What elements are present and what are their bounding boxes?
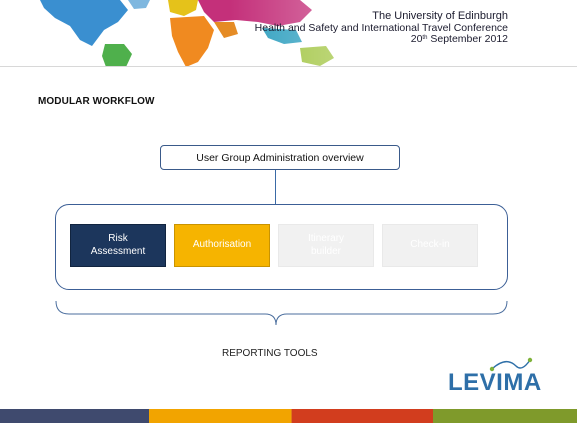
levima-logo-swoosh-icon [489, 357, 533, 372]
module-itinerary-builder: Itinerary builder [278, 224, 374, 267]
module-check-in: Check-in [382, 224, 478, 267]
footer-segment-5 [433, 409, 577, 423]
conference-title: The University of Edinburgh Health and S… [254, 10, 508, 46]
reporting-tools-label: REPORTING TOOLS [222, 348, 318, 359]
module-risk-line-2: Assessment [90, 245, 146, 257]
conference-line-2: Health and Safety and International Trav… [254, 21, 508, 34]
slide-title: MODULAR WORKFLOW [38, 96, 155, 107]
module-check-in-label: Check-in [410, 239, 450, 251]
header-banner: The University of Edinburgh Health and S… [0, 0, 577, 67]
workflow-frame [55, 204, 508, 290]
footer-segment-1 [0, 409, 149, 423]
module-itinerary-line-1: Itinerary [307, 233, 345, 244]
module-risk-assessment: Risk Assessment [70, 224, 166, 267]
module-itinerary-line-2: builder [310, 245, 342, 257]
conference-date-suffix: th [422, 35, 428, 41]
footer-segment-4 [292, 409, 433, 423]
levima-logo: LEVIMA [448, 369, 542, 396]
module-risk-line-1: Risk [108, 233, 128, 244]
footer-segment-2 [149, 409, 291, 423]
footer-color-bar [0, 409, 577, 423]
overview-box: User Group Administration overview [160, 145, 400, 170]
conference-line-1: The University of Edinburgh [372, 10, 508, 22]
conference-date-rest: September 2012 [427, 33, 508, 45]
reporting-brace [55, 300, 508, 326]
conference-date-day: 20 [410, 33, 423, 45]
world-map-graphic [0, 0, 577, 67]
overview-label: User Group Administration overview [196, 151, 364, 164]
connector-line [275, 170, 276, 205]
conference-line-3: 20th September 2012 [255, 33, 508, 46]
footer-segment-3 [291, 409, 292, 423]
module-authorisation-label: Authorisation [192, 239, 252, 251]
module-authorisation: Authorisation [174, 224, 270, 267]
